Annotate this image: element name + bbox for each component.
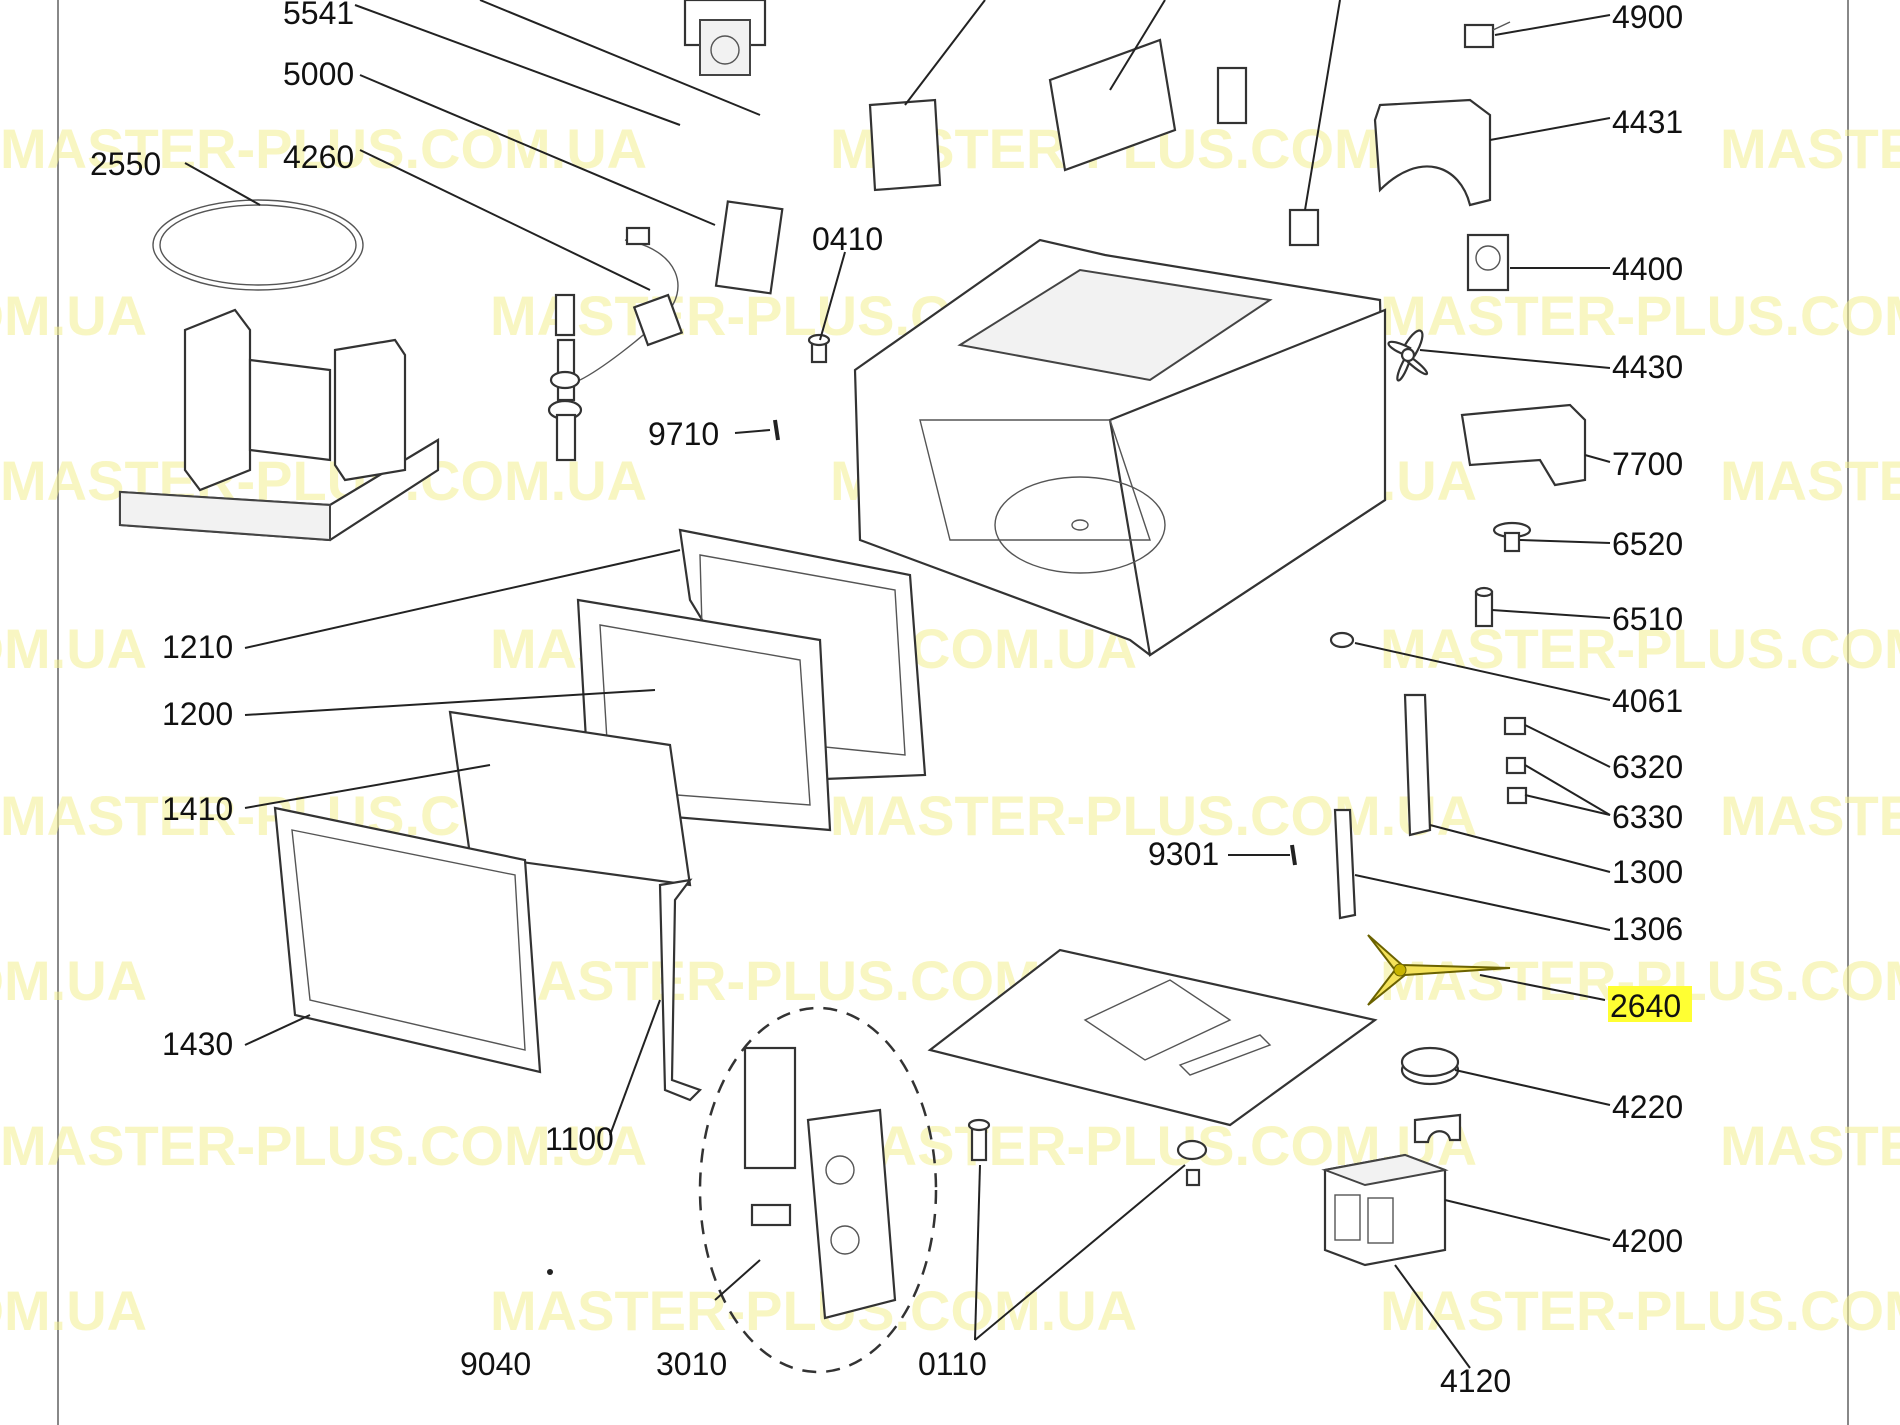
part-transformer-bracket bbox=[1413, 1113, 1462, 1144]
part-1300-latch bbox=[1403, 693, 1432, 837]
part-0110-screw-a bbox=[967, 1118, 991, 1162]
watermark: MASTER-PLUS.COM.UA bbox=[0, 617, 147, 680]
label-3010: 3010 bbox=[656, 1346, 727, 1382]
part-small-plate bbox=[1216, 66, 1248, 125]
watermark: MASTER-PLUS.COM.UA bbox=[490, 1279, 1137, 1342]
part-1100-handle bbox=[658, 878, 703, 1102]
watermark-layer: MASTER-PLUS.COM.UA MASTER-PLUS.COM.UA MA… bbox=[0, 117, 1900, 1342]
label-2550: 2550 bbox=[90, 146, 161, 182]
watermark: MASTER-PLUS.COM.UA bbox=[1720, 1114, 1900, 1177]
part-0110-screw-b bbox=[1176, 1139, 1208, 1187]
watermark: MASTER-PLUS.COM.UA bbox=[0, 117, 647, 180]
label-4900: 4900 bbox=[1612, 0, 1683, 35]
label-1430: 1430 bbox=[162, 1026, 233, 1062]
label-9301: 9301 bbox=[1148, 836, 1219, 872]
part-waveguide-cover bbox=[868, 98, 942, 192]
label-1100: 1100 bbox=[545, 1121, 614, 1157]
part-4220-motor bbox=[1400, 1046, 1460, 1086]
label-1410: 1410 bbox=[162, 791, 233, 827]
part-mica-plate bbox=[1048, 38, 1177, 172]
part-3010-label-plate bbox=[743, 1046, 797, 1170]
label-5541: 5541 bbox=[283, 0, 354, 31]
part-5541-lamp bbox=[683, 0, 767, 76]
part-3010-button bbox=[750, 1203, 792, 1227]
label-0110: 0110 bbox=[918, 1346, 987, 1382]
watermark: MASTER-PLUS.COM.UA bbox=[0, 1279, 147, 1342]
label-1300: 1300 bbox=[1612, 854, 1683, 890]
part-4900-fuse bbox=[1463, 21, 1511, 49]
part-1306-lever bbox=[1333, 808, 1357, 920]
watermark: MASTER-PLUS.COM.UA bbox=[1380, 1279, 1900, 1342]
watermark: MASTER-PLUS.COM.UA bbox=[1720, 117, 1900, 180]
label-4120: 4120 bbox=[1440, 1363, 1511, 1399]
label-7700: 7700 bbox=[1612, 446, 1683, 482]
label-4220: 4220 bbox=[1612, 1089, 1683, 1125]
part-main-cavity bbox=[853, 238, 1387, 657]
part-3010-control-panel bbox=[806, 1108, 897, 1320]
part-6330-switch-a bbox=[1505, 756, 1527, 775]
part-4400-fan-motor bbox=[1466, 233, 1510, 292]
part-5000-board bbox=[714, 200, 784, 295]
label-9710: 9710 bbox=[648, 416, 719, 452]
label-6510: 6510 bbox=[1612, 601, 1683, 637]
part-6330-switch-b bbox=[1506, 786, 1528, 805]
watermark: MASTER-PLUS.COM.UA bbox=[830, 784, 1477, 847]
label-9040: 9040 bbox=[460, 1346, 531, 1382]
label-4400: 4400 bbox=[1612, 251, 1683, 287]
part-2550-ring bbox=[152, 199, 364, 291]
label-2640-highlight bbox=[1608, 986, 1692, 1022]
watermark: MASTER-PLUS.COM.UA bbox=[1720, 449, 1900, 512]
part-7700-assembly bbox=[1460, 403, 1587, 487]
part-1430-outer-door bbox=[273, 806, 542, 1074]
watermark: MASTER-PLUS.COM.UA bbox=[0, 1114, 647, 1177]
part-1410-glass bbox=[448, 710, 692, 887]
label-4430: 4430 bbox=[1612, 349, 1683, 385]
leader-lines bbox=[184, 0, 1611, 1369]
part-9710-clip bbox=[773, 419, 780, 441]
part-3010-group-outline bbox=[698, 1006, 938, 1374]
label-6520: 6520 bbox=[1612, 526, 1683, 562]
label-5000: 5000 bbox=[283, 56, 354, 92]
part-9301-clip bbox=[1290, 844, 1297, 866]
part-6320-switch bbox=[1503, 716, 1527, 736]
part-4260-power-cord bbox=[579, 226, 684, 381]
part-4200-transformer bbox=[1321, 1153, 1449, 1267]
watermark: MASTER-PLUS.COM.UA bbox=[1380, 617, 1900, 680]
label-4431: 4431 bbox=[1612, 104, 1683, 140]
label-1200: 1200 bbox=[162, 696, 233, 732]
part-4061-item bbox=[1329, 631, 1355, 649]
label-0410: 0410 bbox=[812, 221, 883, 257]
part-6510-item bbox=[1474, 586, 1494, 628]
label-4200: 4200 bbox=[1612, 1223, 1683, 1259]
label-1306: 1306 bbox=[1612, 911, 1683, 947]
part-base-plate bbox=[927, 948, 1378, 1127]
label-1210: 1210 bbox=[162, 629, 233, 665]
watermark: MASTER-PLUS.COM.UA bbox=[1380, 284, 1900, 347]
part-2640-coupler bbox=[1367, 934, 1511, 1006]
watermark: MASTER-PLUS.COM.UA bbox=[1720, 784, 1900, 847]
label-6330: 6330 bbox=[1612, 799, 1683, 835]
part-4430-fan-blade bbox=[1387, 329, 1429, 382]
part-top-switch bbox=[1288, 208, 1320, 247]
label-4061: 4061 bbox=[1612, 683, 1683, 719]
label-4260: 4260 bbox=[283, 139, 354, 175]
part-fuse-stack bbox=[547, 293, 583, 462]
part-base-bracket bbox=[118, 308, 440, 542]
part-6520-item bbox=[1492, 521, 1532, 553]
label-2640: 2640 bbox=[1610, 988, 1681, 1024]
label-6320: 6320 bbox=[1612, 749, 1683, 785]
part-4431-fan-duct bbox=[1373, 98, 1492, 207]
watermark: MASTER-PLUS.COM.UA bbox=[0, 949, 147, 1012]
part-0410-screw bbox=[807, 333, 831, 364]
part-9040-screw bbox=[547, 1269, 553, 1275]
watermark: MASTER-PLUS.COM.UA bbox=[0, 284, 147, 347]
part-labels: 5541 5000 4260 2550 0410 9710 1210 1200 … bbox=[90, 0, 1692, 1399]
